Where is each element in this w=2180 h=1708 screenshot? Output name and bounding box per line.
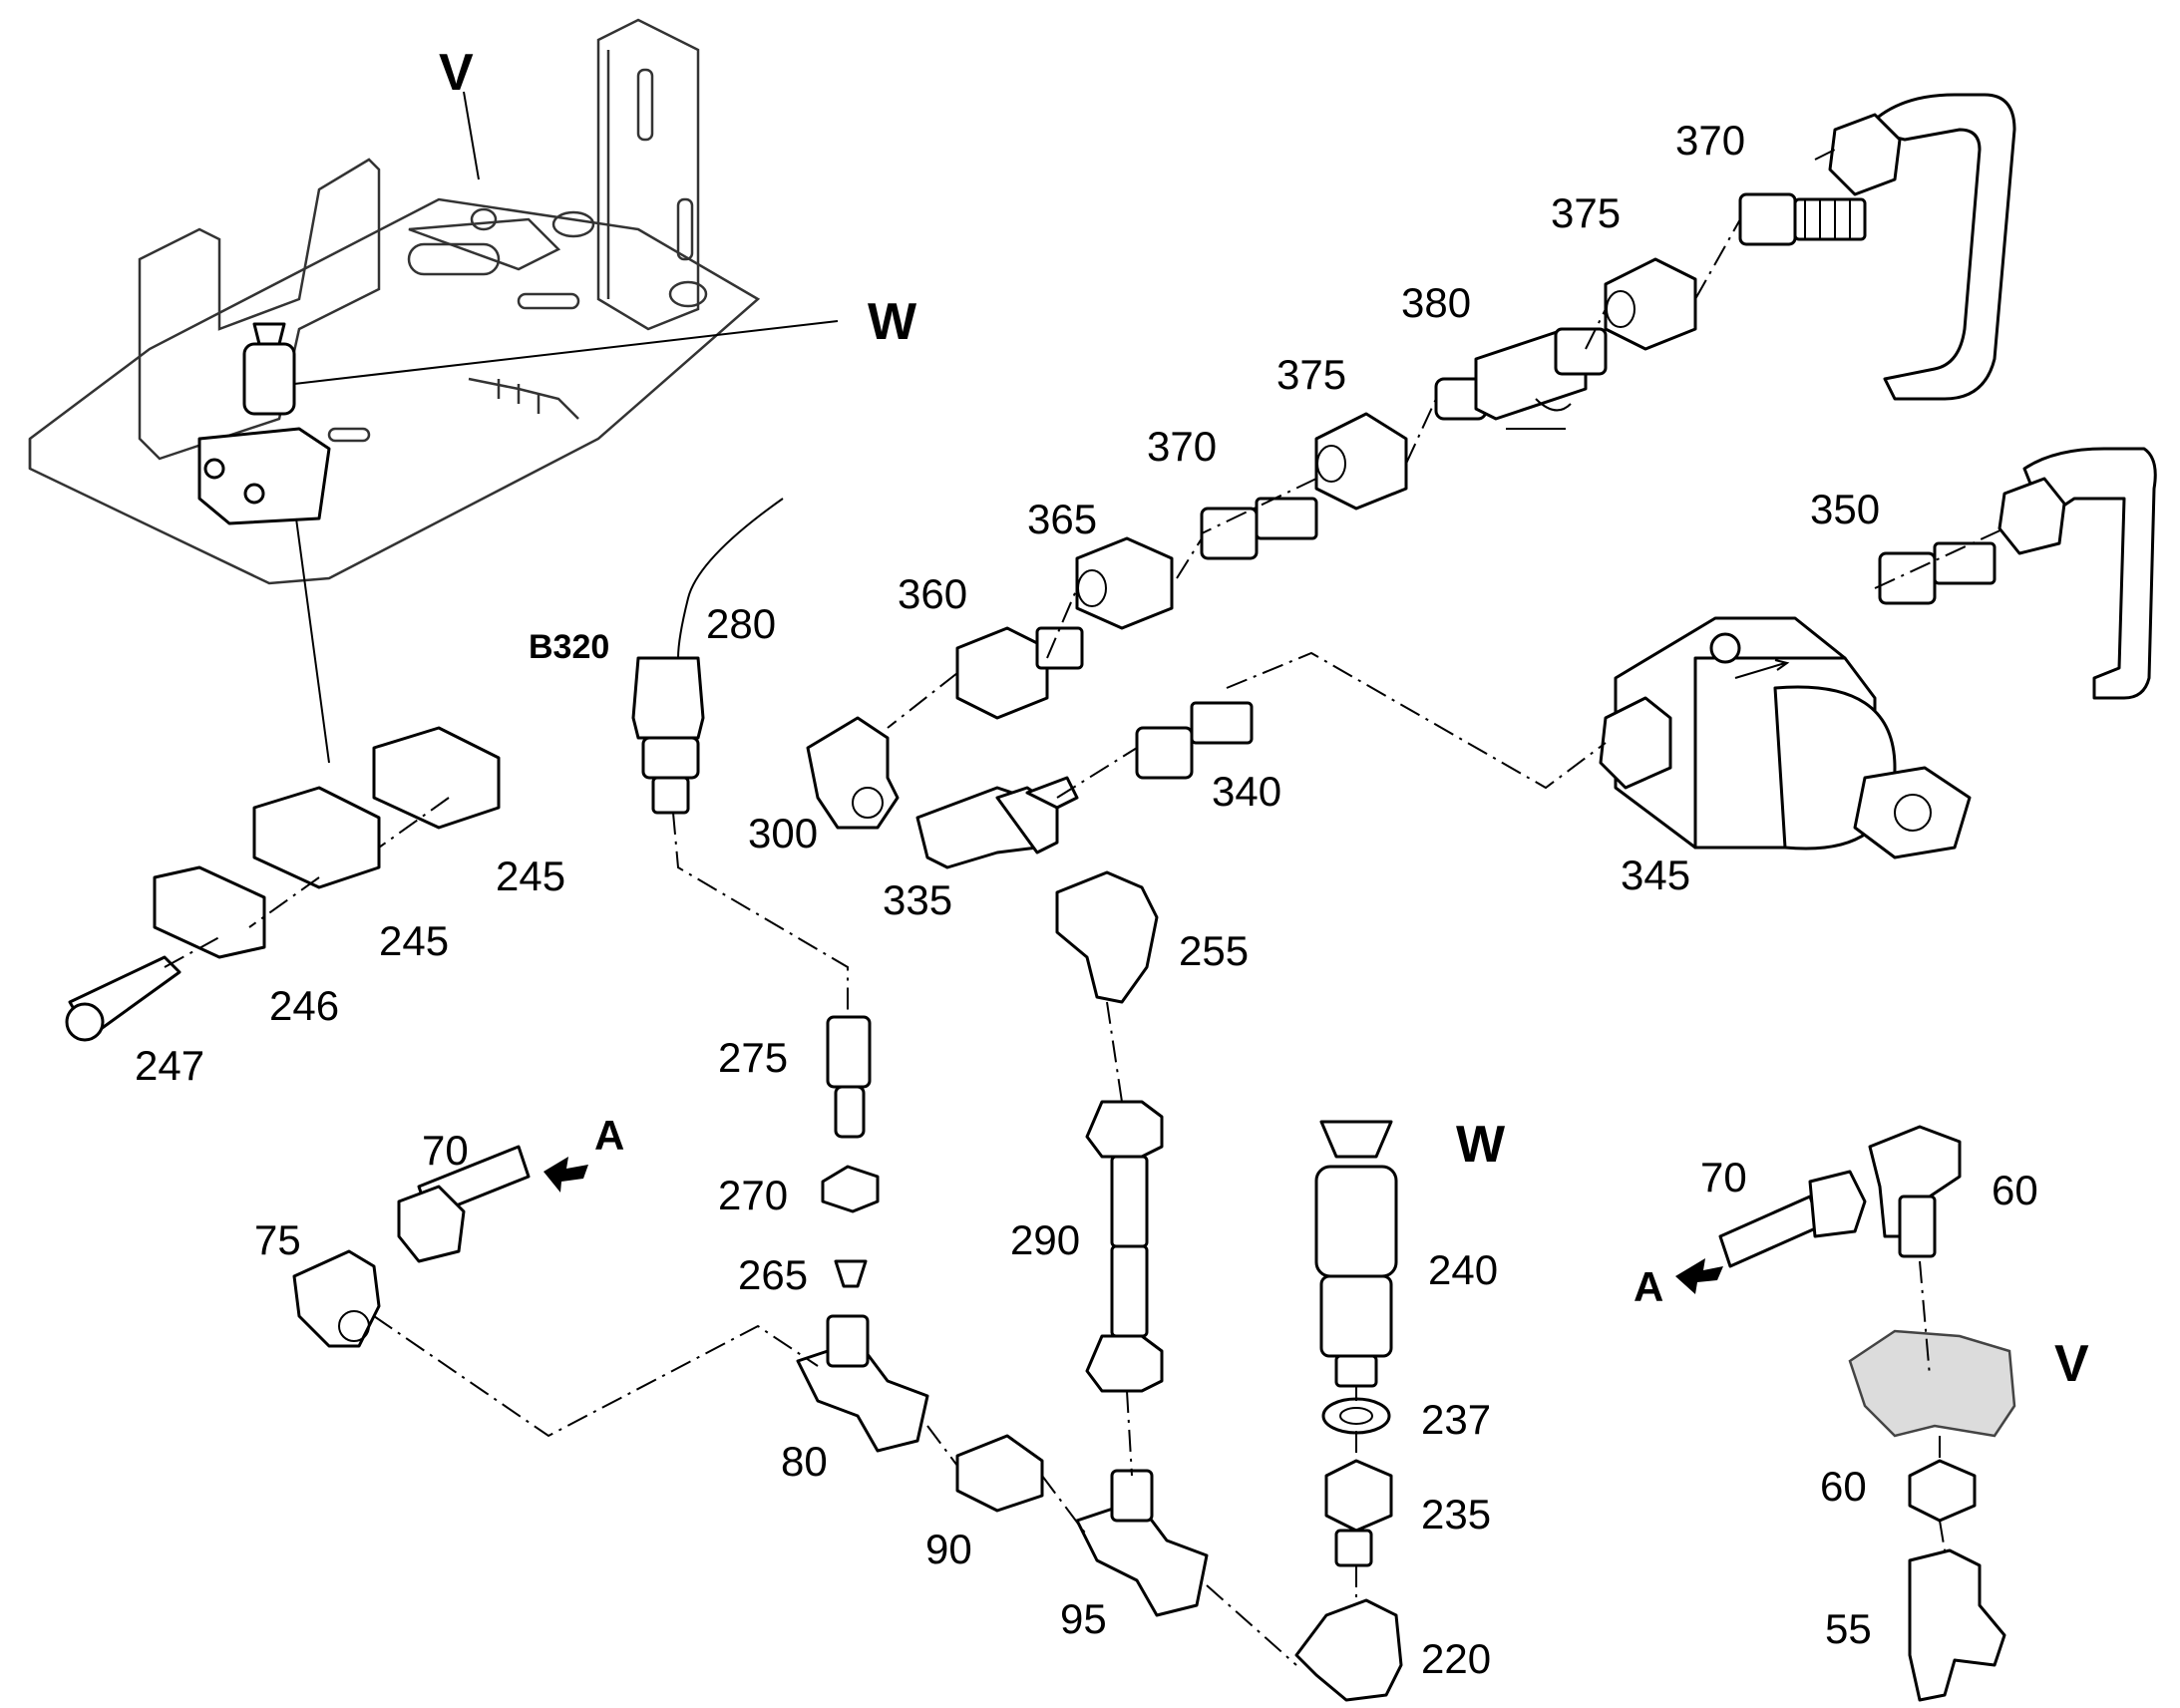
part-label: 335 — [883, 876, 952, 923]
arrow-a-right-icon — [1675, 1258, 1723, 1294]
part-label: 70 — [422, 1127, 469, 1174]
part-label: 350 — [1810, 486, 1880, 532]
part-label: 95 — [1060, 1595, 1107, 1642]
part-label: 370 — [1675, 117, 1745, 164]
part-label: 246 — [269, 982, 339, 1029]
part-label: 240 — [1428, 1246, 1498, 1293]
part-label: 245 — [379, 917, 449, 964]
connection-lines — [164, 91, 2005, 1666]
part-label: 237 — [1421, 1396, 1491, 1443]
part-label: 80 — [781, 1438, 828, 1485]
part-label: 60 — [1992, 1167, 2038, 1213]
part-label: 360 — [898, 570, 967, 617]
part-label: 235 — [1421, 1491, 1491, 1537]
clamp-assembly — [65, 726, 501, 1042]
part-label: 245 — [496, 853, 565, 899]
part-label: 265 — [738, 1251, 808, 1298]
part-label: 340 — [1212, 768, 1281, 815]
part-label: 55 — [1825, 1605, 1872, 1652]
fitting-370-top — [1738, 192, 1867, 246]
part-label: 370 — [1147, 423, 1217, 470]
pressure-regulator-345 — [1599, 616, 1972, 859]
part-label: 247 — [135, 1042, 204, 1089]
parts-geometry — [65, 93, 2157, 1702]
part-label: 345 — [1621, 852, 1690, 898]
view-labels: V W W V A A B320 — [439, 44, 2089, 1393]
part-label: 270 — [718, 1172, 788, 1218]
arrow-label-a-left: A — [594, 1112, 624, 1159]
part-label: 90 — [925, 1526, 972, 1572]
part-label: 70 — [1700, 1154, 1747, 1200]
part-label: 365 — [1027, 496, 1097, 542]
part-label: 75 — [254, 1216, 301, 1263]
view-label-w: W — [868, 293, 917, 351]
part-label: 375 — [1551, 189, 1621, 236]
arrow-a-left-icon — [544, 1157, 588, 1193]
sensor-label-b320: B320 — [529, 628, 609, 666]
view-label-w-detail: W — [1456, 1116, 1506, 1174]
view-label-v: V — [439, 44, 474, 102]
check-valve-380 — [1434, 327, 1608, 430]
valve-unit-240 — [1314, 1120, 1398, 1388]
part-label: 60 — [1820, 1463, 1867, 1510]
part-label: 220 — [1421, 1635, 1491, 1682]
part-label: 380 — [1401, 279, 1471, 326]
part-label: 255 — [1179, 927, 1249, 974]
pressure-sensor-280 — [631, 498, 784, 815]
part-label: 275 — [718, 1034, 788, 1081]
part-label: 280 — [706, 600, 776, 647]
part-label: 300 — [748, 810, 818, 856]
mounting-plate — [28, 18, 761, 585]
part-number-labels: 370 375 380 375 370 365 360 350 340 345 … — [135, 117, 2038, 1682]
flow-arrows — [544, 1157, 1723, 1294]
part-label: 375 — [1276, 351, 1346, 398]
view-label-v-detail: V — [2054, 1335, 2089, 1393]
part-label: 290 — [1010, 1216, 1080, 1263]
arrow-label-a-right: A — [1634, 1263, 1663, 1310]
